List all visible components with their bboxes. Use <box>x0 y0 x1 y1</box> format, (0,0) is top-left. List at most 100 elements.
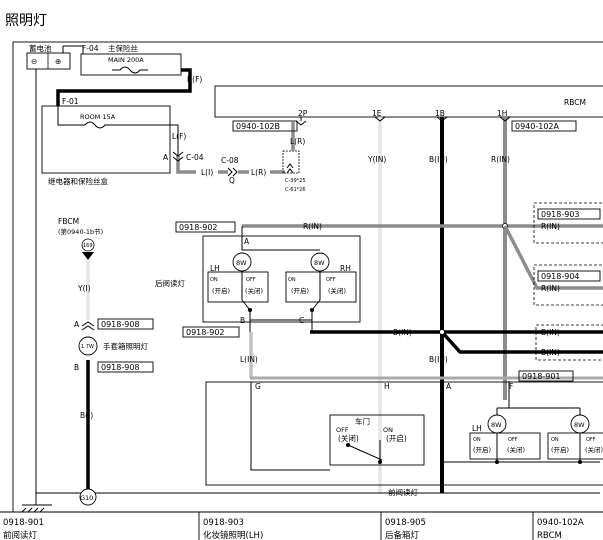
front-lamp-pin-h: H <box>384 382 390 391</box>
box-903-box <box>537 208 601 220</box>
switch-front-lh-open: (开启) <box>473 445 491 454</box>
switch-front-rh-open: (开启) <box>551 445 569 454</box>
switch-lh-open: (开启) <box>212 286 230 295</box>
switch-lh-off: OFF <box>246 277 256 283</box>
switch-rh-close: (关闭) <box>328 286 346 295</box>
switch-rh-box <box>285 271 357 303</box>
wire-rin-mid-label: R(IN) <box>303 222 322 231</box>
rear-lamp-pin-b: B <box>240 316 245 325</box>
switch-front-lh-off: OFF <box>508 437 518 443</box>
rear-lamp-box <box>202 235 361 323</box>
fbcm-pin-icon <box>81 238 95 252</box>
relay-box-label: 继电器和保险丝盒 <box>48 176 108 186</box>
wire-rin-label: R(IN) <box>491 155 510 164</box>
front-lamp-label: 前阅读灯 <box>388 487 418 497</box>
switch-front-rh-off: OFF <box>586 437 596 443</box>
box-908-b-box <box>97 361 154 373</box>
front-lamp-pin-f: F <box>509 382 513 391</box>
wire-lr-label: L(R) <box>251 168 266 177</box>
battery <box>26 52 71 70</box>
main-fuse-code: F-04 <box>82 44 99 53</box>
door-switch-off: OFF <box>336 426 349 434</box>
glove-pin-a: A <box>74 320 80 329</box>
door-switch-on: ON <box>383 426 393 434</box>
switch-lh-box <box>207 271 269 303</box>
switch-lh-on: ON <box>210 277 218 283</box>
rbcm-pin-1h: 1H <box>497 109 507 118</box>
switch-front-lh-close: (关闭) <box>507 445 525 454</box>
battery-minus-icon: ⊖ <box>31 57 37 66</box>
wire-bf-label: B(F) <box>187 75 202 84</box>
box-904-box <box>537 270 601 282</box>
switch-lh-close: (关闭) <box>245 286 263 295</box>
rear-lamp-pin-a: A <box>244 237 250 246</box>
rbcm-pin-1b: 1B <box>435 109 445 118</box>
rear-lamp-rh: RH <box>340 264 351 273</box>
fbcm-pin: 169 <box>83 243 93 249</box>
wire-b-in-r2-label: B(IN) <box>541 348 560 357</box>
module-903-frame <box>533 202 603 244</box>
door-switch-box <box>329 414 425 466</box>
connector-c08: C-08 <box>221 156 239 165</box>
bulb-front-lh-label: 8W <box>491 421 502 429</box>
wire-yi-label: Y(I) <box>77 284 91 293</box>
ground-point-icon <box>79 488 97 506</box>
module-904-frame <box>533 264 603 306</box>
main-fuse-label: 主保险丝 <box>108 43 138 53</box>
box-902-low: 0918-902 <box>186 328 225 337</box>
footer-code-3: 0918-905 <box>385 518 426 528</box>
connector-c04: C-04 <box>186 153 204 162</box>
wire-lr2-label: L(R) <box>290 137 305 146</box>
wire-yin-label: Y(IN) <box>367 155 386 164</box>
wire-rin-903-label: R(IN) <box>541 222 560 231</box>
rear-lamp-pin-c: C <box>299 316 304 325</box>
ground-label: G10 <box>80 494 93 502</box>
rbcm-label: RBCM <box>564 98 586 107</box>
main-fuse-rating: MAIN 200A <box>108 56 144 64</box>
footer-code-4: 0940-102A <box>537 518 584 528</box>
bulb-rh-label: 8W <box>314 259 325 267</box>
glove-lamp-bulb: 1.7W <box>81 344 94 350</box>
battery-plus-icon: ⊕ <box>55 57 61 66</box>
footer-desc-2: 化妆镜照明(LH) <box>203 530 263 540</box>
glove-pin-b: B <box>74 363 79 372</box>
connector-c39-icon <box>286 163 294 174</box>
bulb-front-rh-label: 8W <box>574 421 585 429</box>
glove-lamp-label: 手套箱照明灯 <box>103 341 148 351</box>
wire-bi-label: B(I) <box>80 411 93 420</box>
connector-c39: C-39*25 <box>285 178 306 184</box>
switch-rh-on: ON <box>288 277 296 283</box>
switch-rh-open: (开启) <box>291 286 309 295</box>
wire-b-in-r1-label: B(IN) <box>541 328 560 337</box>
front-lamp-box <box>205 381 603 486</box>
door-switch-open: (开启) <box>386 433 407 443</box>
main-fuse-icon <box>112 66 148 74</box>
switch-rh-off: OFF <box>326 277 336 283</box>
box-902-top: 0918-902 <box>179 223 218 232</box>
box-901: 0918-901 <box>522 372 561 381</box>
wire-rin-diag <box>503 225 603 290</box>
connector-a-c04: A <box>163 153 169 162</box>
box-908-a: 0918-908 <box>101 320 140 329</box>
footer-code-1: 0918-901 <box>3 518 44 528</box>
connector-c61: C-61*26 <box>285 187 306 193</box>
switch-front-rh-close: (关闭) <box>585 445 603 454</box>
room-fuse-code: F-01 <box>62 97 79 106</box>
wire-l-in-label: L(IN) <box>240 355 258 364</box>
ground-symbol-icon <box>21 504 52 513</box>
fbcm-label: FBCM <box>58 217 79 226</box>
wire-lf-label: L(F) <box>172 132 186 141</box>
room-fuse-icon <box>57 106 179 155</box>
rbcm-box <box>214 85 603 118</box>
wire-b-in-low-label: B(IN) <box>429 355 448 364</box>
wire-rin-904-label: R(IN) <box>541 284 560 293</box>
door-switch-label: 车门 <box>355 416 370 426</box>
switch-front-lh-on: ON <box>473 437 481 443</box>
relay-box <box>41 105 171 174</box>
fbcm-ref: (第0940-1b节) <box>58 227 103 236</box>
wire-bf <box>56 68 192 106</box>
footer-desc-4: RBCM <box>537 531 562 540</box>
rbcm-pin-1e: 1E <box>372 109 382 118</box>
box-902-low-box <box>182 326 240 338</box>
